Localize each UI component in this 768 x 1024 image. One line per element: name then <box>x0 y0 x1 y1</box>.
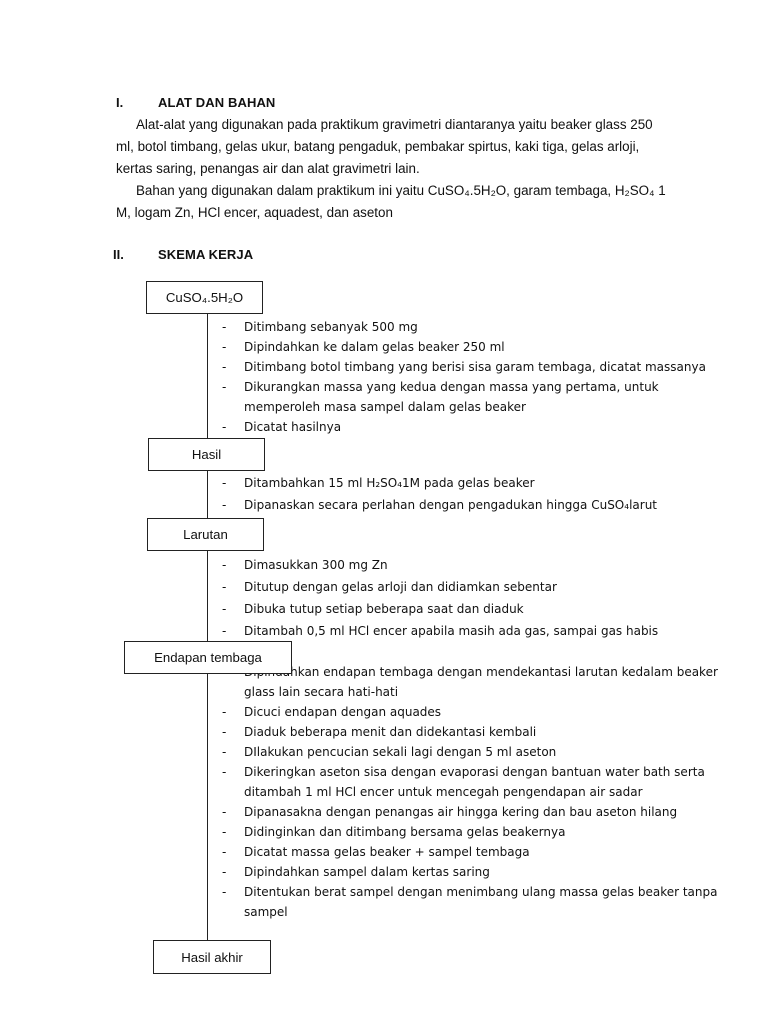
step-item: -DIlakukan pencucian sekali lagi dengan … <box>222 745 557 759</box>
paragraph-bahan: Bahan yang digunakan dalam praktikum ini… <box>116 180 676 224</box>
steps-group-4: -Dipindahkan endapan tembaga dengan mend… <box>218 662 718 922</box>
step-item: -Dicuci endapan dengan aquades <box>222 705 442 719</box>
flow-box-cuso4: CuSO₄.5H₂O <box>146 281 263 314</box>
step-item: -Ditambah 0,5 ml HCl encer apabila masih… <box>222 624 659 638</box>
step-item: -Didinginkan dan ditimbang bersama gelas… <box>222 825 566 839</box>
steps-group-2: -Ditambahkan 15 ml H₂SO₄1M pada gelas be… <box>218 472 657 516</box>
step-item: -Dipindahkan ke dalam gelas beaker 250 m… <box>222 340 505 354</box>
step-item: -Ditambahkan 15 ml H₂SO₄1M pada gelas be… <box>222 476 535 490</box>
step-item: -Dikeringkan aseton sisa dengan evaporas… <box>222 765 705 779</box>
section-2-number: II. <box>113 247 124 262</box>
steps-group-3: -Dimasukkan 300 mg Zn -Ditutup dengan ge… <box>218 554 658 642</box>
step-item: -Ditimbang botol timbang yang berisi sis… <box>222 360 706 374</box>
step-item: -Dipindahkan sampel dalam kertas saring <box>222 865 490 879</box>
steps-group-1: -Ditimbang sebanyak 500 mg -Dipindahkan … <box>218 317 706 437</box>
paragraph-alat-line-2: ml, botol timbang, gelas ukur, batang pe… <box>116 139 640 154</box>
paragraph-alat-line-3: kertas saring, penangas air dan alat gra… <box>116 161 420 176</box>
step-item-continuation: ditambah 1 ml HCl encer untuk mencegah p… <box>244 785 643 799</box>
step-item: -Dibuka tutup setiap beberapa saat dan d… <box>222 602 524 616</box>
paragraph-alat-line-1: Alat-alat yang digunakan pada praktikum … <box>136 117 653 132</box>
paragraph-alat: Alat-alat yang digunakan pada praktikum … <box>116 114 676 180</box>
step-item: -Dimasukkan 300 mg Zn <box>222 558 388 572</box>
step-item: -Dikurangkan massa yang kedua dengan mas… <box>222 380 659 394</box>
paragraph-bahan-line-1: Bahan yang digunakan dalam praktikum ini… <box>136 183 666 198</box>
flow-box-larutan: Larutan <box>147 518 264 551</box>
step-item: -Ditutup dengan gelas arloji dan didiamk… <box>222 580 557 594</box>
flow-box-endapan-tembaga: Endapan tembaga <box>124 641 292 674</box>
flow-connector-line <box>207 312 209 942</box>
step-item: -Diaduk beberapa menit dan didekantasi k… <box>222 725 537 739</box>
flow-box-hasil-akhir: Hasil akhir <box>153 940 271 974</box>
step-item: -Ditentukan berat sampel dengan menimban… <box>222 885 718 899</box>
section-1-title: ALAT DAN BAHAN <box>158 95 276 110</box>
step-item: -Ditimbang sebanyak 500 mg <box>222 320 418 334</box>
step-item-continuation: glass lain secara hati-hati <box>244 685 399 699</box>
step-item: -Dipanaskan secara perlahan dengan penga… <box>222 498 657 512</box>
section-2-title: SKEMA KERJA <box>158 247 254 262</box>
step-item: -Dicatat hasilnya <box>222 420 342 434</box>
step-item-continuation: memperoleh masa sampel dalam gelas beake… <box>244 400 526 414</box>
step-item: -Dipindahkan endapan tembaga dengan mend… <box>222 665 718 679</box>
flow-box-hasil: Hasil <box>148 438 265 471</box>
step-item-continuation: sampel <box>244 905 288 919</box>
section-1-number: I. <box>116 95 124 110</box>
step-item: -Dicatat massa gelas beaker + sampel tem… <box>222 845 530 859</box>
paragraph-bahan-line-2: M, logam Zn, HCl encer, aquadest, dan as… <box>116 205 393 220</box>
step-item: -Dipanasakna dengan penangas air hingga … <box>222 805 678 819</box>
